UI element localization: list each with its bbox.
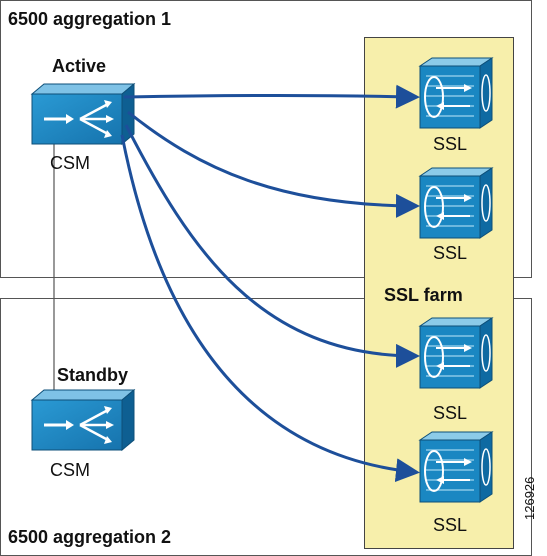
ssl-module-icon	[418, 317, 494, 389]
standby-csm-label: CSM	[50, 460, 90, 480]
figure-id: 126926	[522, 476, 537, 520]
ssl-module-icon	[418, 57, 494, 129]
active-csm-label: CSM	[50, 153, 90, 173]
ssl-module-icon	[418, 167, 494, 239]
ssl-module-label: SSL	[433, 403, 468, 423]
ssl-module-label: SSL	[433, 243, 468, 263]
traffic-arrow-ssl-4	[120, 134, 420, 483]
ssl-module-label: SSL	[433, 515, 468, 535]
ssl-farm-label: SSL farm	[384, 285, 463, 305]
aggregation-2-label: 6500 aggregation 2	[8, 527, 172, 547]
ssl-module-label: SSL	[433, 134, 468, 154]
traffic-arrow-ssl-2	[127, 110, 420, 218]
standby-status-label: Standby	[57, 365, 129, 385]
standby-csm-icon	[30, 388, 136, 452]
active-csm-icon	[30, 82, 136, 146]
traffic-arrow-ssl-1	[123, 84, 420, 109]
traffic-arrow-ssl-3	[124, 124, 420, 368]
ssl-module-icon	[418, 431, 494, 503]
aggregation-1-label: 6500 aggregation 1	[8, 9, 172, 29]
active-status-label: Active	[52, 56, 107, 76]
